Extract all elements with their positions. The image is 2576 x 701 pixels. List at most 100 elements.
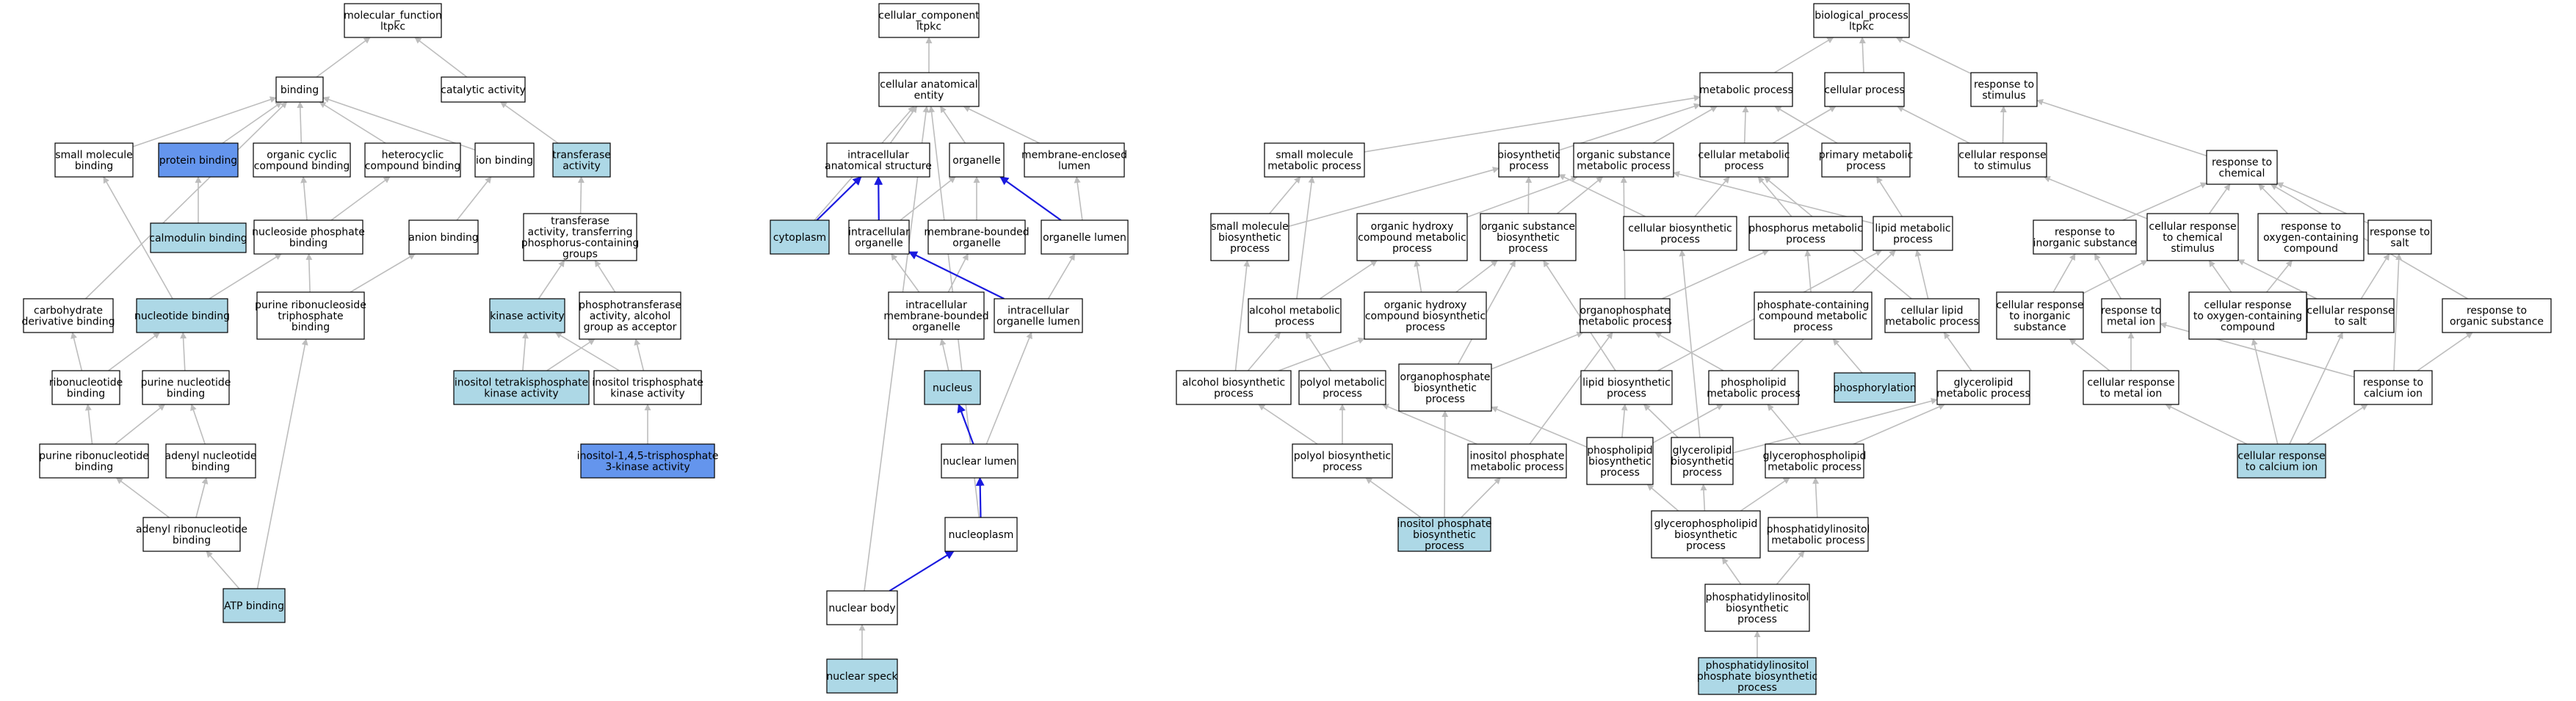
- node-box: [150, 222, 247, 253]
- node-nucleoplasm[interactable]: nucleoplasm: [944, 517, 1018, 552]
- node-nuclear-speck[interactable]: nuclear speck: [826, 658, 899, 694]
- node-label-line: membrane-bounded: [883, 310, 988, 322]
- node-box: [2188, 291, 2307, 340]
- node-nuclear-lumen[interactable]: nuclear lumen: [941, 443, 1019, 479]
- node-atp-binding[interactable]: ATP binding: [222, 588, 286, 623]
- node-metabolic-process[interactable]: metabolic process: [1699, 72, 1793, 107]
- node-box: [253, 219, 363, 255]
- node-binding[interactable]: binding: [275, 76, 324, 103]
- node-nucleotide-binding[interactable]: nucleotide binding: [134, 298, 230, 333]
- node-catalytic-activity[interactable]: catalytic activity: [441, 76, 526, 103]
- node-calmodulin-binding[interactable]: calmodulin binding: [149, 222, 247, 253]
- node-protein-binding[interactable]: protein binding: [158, 142, 239, 178]
- node-cytoplasm[interactable]: cytoplasm: [770, 219, 830, 255]
- node-ion-binding[interactable]: ion binding: [474, 142, 535, 178]
- node-kinase-activity[interactable]: kinase activity: [489, 298, 565, 333]
- node-organelle[interactable]: organelle: [949, 142, 1005, 178]
- node-box: [51, 370, 120, 405]
- node-organelle-lumen[interactable]: organelle lumen: [1041, 219, 1129, 255]
- node-phosphorylation[interactable]: phosphorylation: [1833, 372, 1917, 403]
- node-nucleus[interactable]: nucleus: [924, 370, 981, 405]
- node-label-line: primary metabolic: [1819, 150, 1914, 161]
- node-nuclear-body[interactable]: nuclear body: [826, 590, 898, 625]
- node-anion-binding[interactable]: anion binding: [408, 219, 479, 255]
- node-cellular-process[interactable]: cellular process: [1824, 72, 1905, 107]
